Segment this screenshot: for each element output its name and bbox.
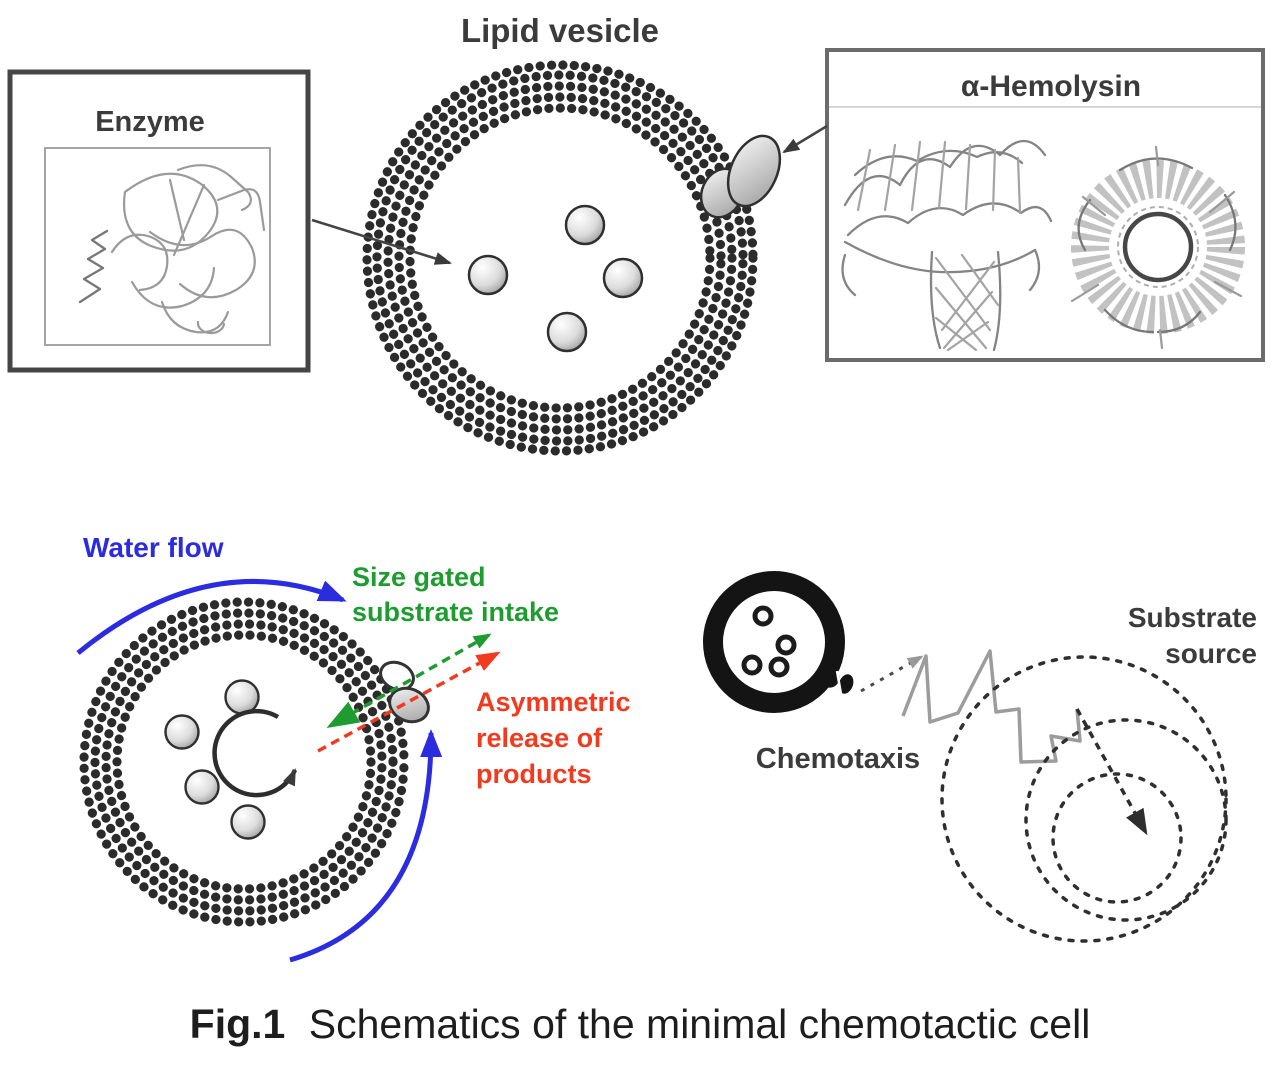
figure-caption: Fig.1 Schematics of the minimal chemotac… (190, 1001, 1091, 1047)
release-label-line1: Asymmetric (476, 687, 631, 717)
encapsulated-enzymes (164, 679, 266, 840)
trajectory-start-dashes (860, 655, 924, 693)
water-flow-arrow-bottom (289, 729, 443, 963)
enzyme-sphere (467, 254, 509, 296)
substrate-intake-arrow (326, 633, 492, 728)
caption-text: Schematics of the minimal chemotactic ce… (309, 1001, 1091, 1047)
enzyme-sphere (564, 204, 606, 246)
intake-label-line2: substrate intake (352, 597, 559, 627)
caption-figure-number: Fig.1 (190, 1001, 286, 1047)
chemotaxis-zigzag-path (901, 649, 1082, 764)
enzyme-pointer-arrow (311, 218, 452, 265)
enzyme-inner-frame (44, 147, 271, 346)
enzyme-sphere (230, 804, 266, 840)
gradient-ascent-arrow (1075, 708, 1148, 836)
chemotactic-vesicle-membrane (79, 597, 409, 927)
mini-vesicle-pore (822, 670, 854, 695)
lipid-vesicle (362, 60, 782, 456)
substrate-label-line1: Substrate (1128, 602, 1257, 633)
membrane-pore-protein (699, 134, 782, 219)
substrate-circle-outer (940, 655, 1228, 943)
encapsulated-enzymes (467, 204, 644, 353)
mini-enzyme (768, 656, 790, 678)
lipid-vesicle-label: Lipid vesicle (461, 12, 659, 49)
hemolysin-side-view-sketch (841, 139, 1053, 352)
release-label-line3: products (476, 759, 592, 789)
mini-enzyme (775, 634, 797, 656)
chemotactic-vesicle (79, 597, 430, 927)
hemolysin-top-view-sketch (1070, 145, 1245, 350)
enzyme-sphere (164, 714, 200, 750)
enzyme-box: Enzyme (7, 69, 311, 373)
substrate-label-line2: source (1165, 638, 1257, 669)
mini-vesicle-membrane (703, 571, 845, 713)
substrate-gradient-circles (940, 655, 1228, 943)
hemolysin-title: α-Hemolysin (961, 70, 1141, 103)
chemotaxis-mini-vesicle (703, 571, 854, 713)
substrate-circle-middle (1024, 718, 1228, 922)
enzyme-sphere (184, 769, 220, 805)
enzyme-title: Enzyme (95, 106, 205, 138)
internal-circulation-arrow (212, 708, 298, 798)
enzyme-sphere (224, 679, 260, 715)
mini-enzyme (741, 654, 763, 676)
intake-label-line1: Size gated (352, 562, 486, 592)
hemolysin-pointer-arrow (782, 124, 828, 154)
enzyme-sphere (602, 257, 644, 299)
hemolysin-pore-hole (1122, 211, 1194, 283)
enzyme-structure-sketch (78, 164, 266, 335)
substrate-circle-inner (1051, 772, 1183, 904)
water-flow-arrow-top (76, 578, 347, 655)
water-flow-label: Water flow (83, 532, 224, 563)
release-label-line2: release of (476, 723, 603, 753)
hemolysin-box: α-Hemolysin (825, 48, 1265, 362)
chemotaxis-label: Chemotaxis (756, 743, 920, 775)
lipid-vesicle-membrane (362, 60, 758, 456)
mini-enzyme (752, 605, 774, 627)
product-release-arrow (317, 651, 501, 753)
enzyme-sphere (546, 311, 588, 353)
